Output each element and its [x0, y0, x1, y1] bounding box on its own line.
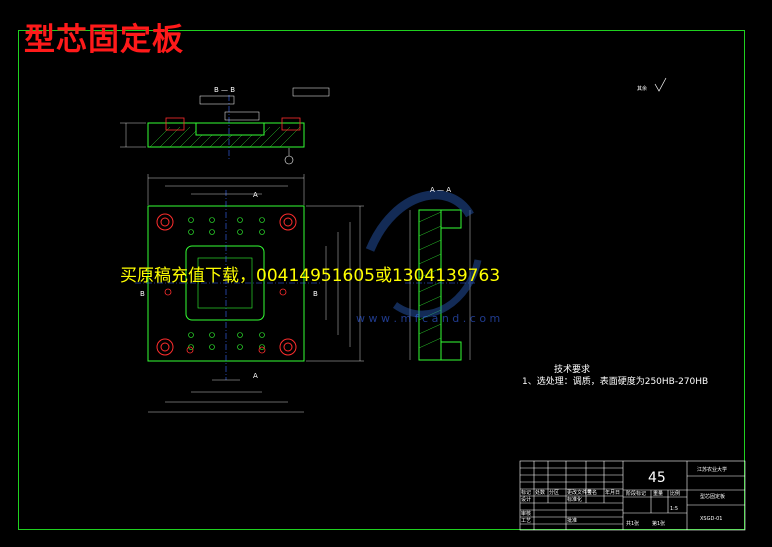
technical-requirements: 技术要求 1、选处理：调质，表面硬度为250HB-270HB	[522, 364, 708, 388]
section-aa-label: A — A	[430, 186, 451, 194]
watermark-logo	[365, 190, 482, 318]
title-block-row-sign: 签名	[587, 489, 597, 496]
title-block-material: 45	[648, 470, 666, 486]
title-block-process: 工艺	[521, 518, 531, 524]
title-block-row-count: 处数	[535, 489, 545, 496]
title-block-approve: 批准	[567, 517, 577, 524]
title-block-part-name: 型芯固定板	[700, 493, 725, 500]
drawing-frame	[18, 30, 745, 530]
download-watermark: 买原稿充值下载，00414951605或1304139763	[120, 266, 501, 286]
title-block-row-mark: 标记	[521, 489, 531, 496]
section-bb-label: B — B	[214, 86, 235, 94]
plan-label-b-right: B	[313, 290, 318, 298]
title-block-scale-label: 比例	[670, 490, 680, 497]
title-block-school: 江苏农业大学	[697, 466, 727, 473]
title-block-standardize: 标准化	[567, 496, 582, 503]
plan-label-a-bottom: A	[253, 372, 258, 380]
title-block-total: 共1张	[626, 520, 639, 527]
section-bb-view	[120, 87, 330, 165]
site-watermark: w w w . m f c a n d . c o m	[356, 312, 501, 325]
plan-label-b-left: B	[140, 290, 145, 298]
technical-requirements-heading: 技术要求	[554, 365, 591, 375]
title-block-design: 设计	[521, 496, 531, 503]
plan-view	[135, 174, 364, 413]
title-block-row-zone: 分区	[549, 489, 559, 496]
roughness-symbol	[654, 77, 667, 92]
title-block-row-date: 年月日	[605, 489, 620, 496]
title-block-stage-label: 阶段标记	[626, 490, 646, 497]
technical-requirements-item: 1、选处理：调质，表面硬度为250HB-270HB	[522, 377, 709, 387]
roughness-note: 其余	[637, 85, 647, 92]
section-aa-view	[405, 209, 475, 361]
title-block	[519, 460, 746, 531]
title-block-row-change: 更改文件号	[567, 489, 592, 496]
drawing-title: 型芯固定板	[24, 22, 184, 58]
title-block-drawing-no: XSGD-01	[700, 516, 723, 522]
title-block-scale: 1:5	[670, 506, 678, 512]
plan-label-a-top: A	[253, 191, 258, 199]
title-block-review: 审核	[521, 510, 531, 517]
title-block-weight-label: 重量	[653, 490, 663, 497]
title-block-sheet: 第1张	[652, 520, 665, 527]
